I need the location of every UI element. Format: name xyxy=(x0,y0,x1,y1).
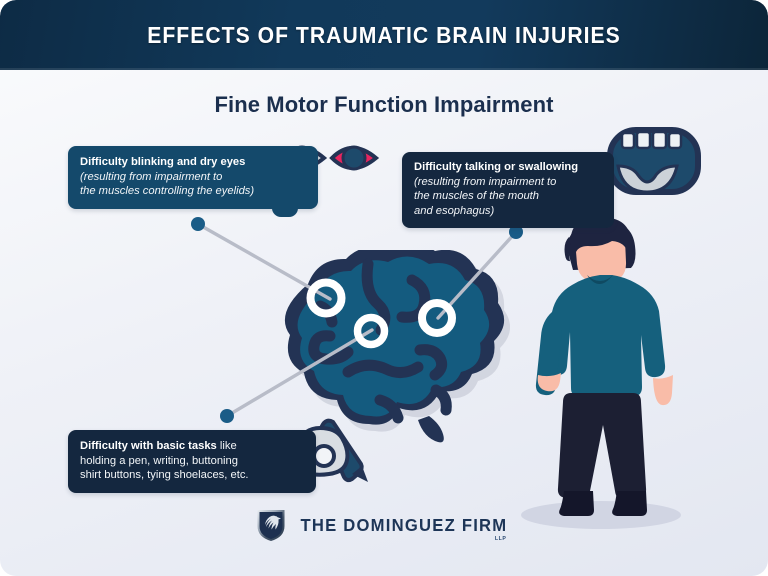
sweater-torso xyxy=(546,275,666,396)
header-bar: EFFECTS OF TRAUMATIC BRAIN INJURIES xyxy=(0,0,768,70)
sweater-collar xyxy=(587,275,613,284)
callout-mouth-line-2: (resulting from impairment to xyxy=(414,175,557,188)
page-title: EFFECTS OF TRAUMATIC BRAIN INJURIES xyxy=(147,22,621,48)
callout-eyes-line-2: (resulting from impairment to xyxy=(80,170,223,183)
standing-person-illustration xyxy=(521,216,681,529)
hand-right xyxy=(653,375,673,406)
connector-dot-tasks xyxy=(220,409,234,423)
brain-stem xyxy=(418,416,444,443)
callout-tasks-line-2: holding a pen, writing, buttoning xyxy=(80,454,238,467)
callout-eyes-notch xyxy=(272,205,298,217)
callout-mouth-line-1: Difficulty talking or swallowing xyxy=(414,161,579,173)
callout-mouth-line-4: and esophagus) xyxy=(414,204,495,217)
hand-left xyxy=(537,373,561,392)
shoe-left xyxy=(559,491,594,516)
callout-mouth-line-3: the muscles of the mouth xyxy=(414,190,539,202)
callout-eyes-line-1: Difficulty blinking and dry eyes xyxy=(80,156,246,168)
section-subtitle: Fine Motor Function Impairment xyxy=(214,92,554,117)
eagle-head xyxy=(264,515,281,530)
callout-tasks[interactable]: Difficulty with basic tasks like holding… xyxy=(68,430,316,493)
brand-logo[interactable]: THE DOMINGUEZ FIRM LLP xyxy=(0,508,768,542)
logo-wordmark: THE DOMINGUEZ FIRM LLP xyxy=(300,514,507,542)
finger-loop xyxy=(312,444,336,468)
dominguez-shield-eagle-logo xyxy=(257,510,285,541)
pen-tip xyxy=(352,466,368,482)
callout-tasks-line-3: shirt buttons, tying shoelaces, etc. xyxy=(80,469,249,481)
teeth-row xyxy=(620,130,683,150)
callout-tasks-line-1: Difficulty with basic tasks like xyxy=(80,439,304,454)
logo-llp-suffix: LLP xyxy=(494,535,507,542)
shoe-right xyxy=(612,491,647,516)
connector-dot-eyes xyxy=(191,217,205,231)
tongue xyxy=(616,164,679,194)
mouth-icon xyxy=(607,127,701,195)
callout-eyes-line-3: the muscles controlling the eyelids) xyxy=(80,185,255,197)
pants xyxy=(557,393,647,500)
callout-tasks-emphasis: Difficulty with basic tasks xyxy=(80,440,217,452)
callout-tasks-line-1-suffix: like xyxy=(216,440,237,452)
callout-mouth[interactable]: Difficulty talking or swallowing (result… xyxy=(402,152,614,228)
sweater-left-arm xyxy=(535,312,562,396)
hair-side xyxy=(564,237,572,262)
callout-eyes[interactable]: Difficulty blinking and dry eyes (result… xyxy=(68,146,318,209)
eye-right xyxy=(329,145,380,171)
logo-firm-name: THE DOMINGUEZ FIRM xyxy=(300,514,507,535)
